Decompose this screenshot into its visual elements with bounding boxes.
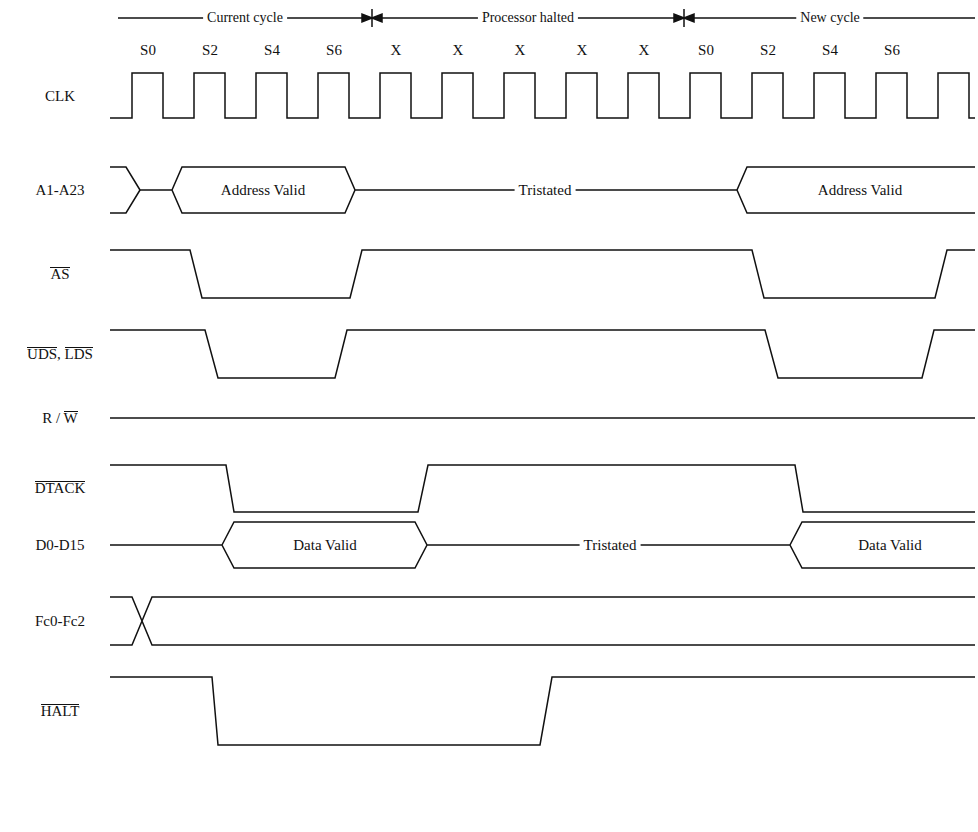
- cycle-header: Processor halted: [478, 10, 578, 25]
- active-low-bar: [35, 481, 85, 482]
- state-label: X: [391, 42, 402, 59]
- state-label: S2: [202, 42, 218, 59]
- state-label: X: [515, 42, 526, 59]
- signal-name: R / W: [42, 410, 78, 427]
- as-wave: [110, 250, 975, 298]
- bus-state: Data Valid: [293, 537, 356, 554]
- signal-name: DTACK: [35, 480, 85, 497]
- signal-name: D0-D15: [35, 537, 84, 554]
- rw-wave: [110, 417, 975, 419]
- active-low-bar: [27, 347, 57, 348]
- bus-state: Address Valid: [818, 182, 902, 199]
- signal-name: AS: [50, 266, 69, 283]
- active-low-bar: [64, 411, 78, 412]
- state-label: S0: [698, 42, 714, 59]
- state-label: S6: [326, 42, 342, 59]
- signal-name: A1-A23: [35, 182, 84, 199]
- active-low-bar: [41, 704, 80, 705]
- fc-bus: [110, 597, 975, 645]
- bus-state: Address Valid: [221, 182, 305, 199]
- data-bus: [110, 522, 975, 568]
- state-label: X: [639, 42, 650, 59]
- cycle-divider: [372, 9, 684, 27]
- signal-name: HALT: [41, 703, 80, 720]
- active-low-bar: [65, 347, 93, 348]
- signal-name: Fc0-Fc2: [35, 613, 85, 630]
- state-label: S4: [822, 42, 838, 59]
- state-label: X: [453, 42, 464, 59]
- state-label: S6: [884, 42, 900, 59]
- cycle-header: Current cycle: [203, 10, 287, 25]
- signal-name: UDS, LDS: [27, 346, 93, 363]
- bus-state: Tristated: [515, 182, 576, 199]
- dtack-wave: [110, 465, 975, 512]
- active-low-bar: [50, 267, 69, 268]
- state-label: S2: [760, 42, 776, 59]
- cycle-header: New cycle: [796, 10, 863, 25]
- address-bus: [110, 167, 975, 213]
- state-label: S4: [264, 42, 280, 59]
- state-label: S0: [140, 42, 156, 59]
- clock-wave: [110, 73, 975, 118]
- uds-lds-wave: [110, 330, 975, 378]
- bus-state: Data Valid: [858, 537, 921, 554]
- state-label: X: [577, 42, 588, 59]
- halt-wave: [110, 677, 975, 745]
- bus-state: Tristated: [580, 537, 641, 554]
- signal-name: CLK: [45, 88, 75, 105]
